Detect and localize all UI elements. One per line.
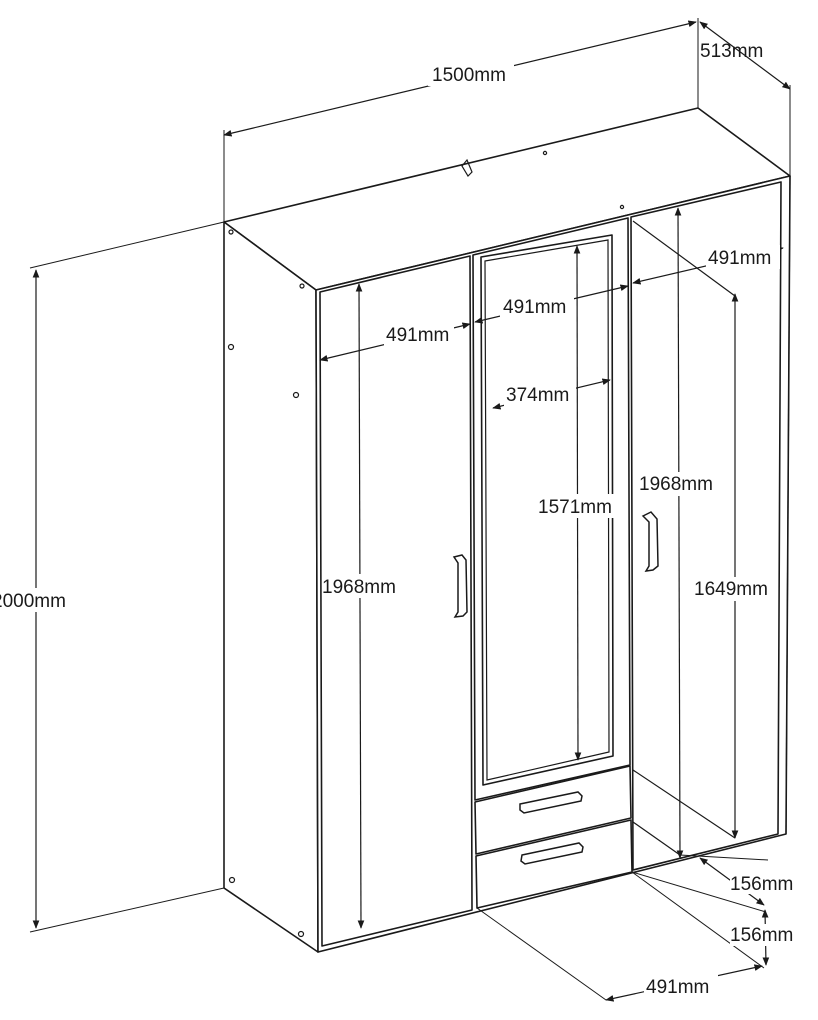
dim-left-door-height [355, 283, 365, 929]
interior-line [632, 769, 736, 839]
top-hole [542, 150, 548, 156]
dimension-lines [29, 18, 791, 1002]
label-middle-door-width: 491mm [503, 297, 566, 318]
label-drawer-height-top: 156mm [730, 874, 793, 895]
right-door [630, 181, 782, 871]
side-hole [299, 283, 305, 289]
label-right-door-height: 1968mm [639, 474, 713, 495]
label-drawer-width: 491mm [646, 977, 709, 998]
right-panel-edge [785, 175, 791, 835]
right-door-handle [641, 511, 659, 572]
ext-line [631, 871, 765, 969]
label-height: 2000mm [0, 591, 66, 612]
top-bracket [461, 158, 473, 177]
drawer-top-handle [519, 791, 583, 814]
side-hole [228, 876, 236, 884]
left-door [319, 255, 473, 947]
label-right-door-width: 491mm [708, 248, 771, 269]
side-hole [292, 391, 300, 399]
side-hole [227, 343, 235, 351]
side-hole [297, 930, 305, 938]
ext-line [476, 907, 607, 1001]
dim-right-door-height [674, 207, 684, 859]
top-hole-2 [619, 204, 625, 210]
label-depth: 513mm [700, 41, 763, 62]
left-door-handle [452, 554, 468, 618]
label-left-door-height: 1968mm [322, 577, 396, 598]
wardrobe [223, 107, 791, 953]
side-hole [228, 229, 234, 235]
ext-line [29, 221, 225, 269]
label-left-door-width: 491mm [386, 325, 449, 346]
label-mirror-width: 374mm [506, 385, 569, 406]
interior-line [632, 821, 681, 856]
label-drawer-height-bottom: 156mm [730, 925, 793, 946]
label-width: 1500mm [432, 65, 506, 86]
label-mirror-height: 1571mm [538, 497, 612, 518]
mirror [484, 239, 610, 781]
drawer-top [474, 765, 632, 855]
drawer-bottom-handle [520, 842, 584, 865]
dim-depth-line [699, 21, 791, 90]
left-side-panel [223, 221, 319, 953]
label-inner-height: 1649mm [694, 579, 768, 600]
dimension-labels: 1500mm 513mm 2000mm 491mm 491mm 491mm 37… [0, 41, 800, 998]
ext-line [29, 887, 225, 933]
